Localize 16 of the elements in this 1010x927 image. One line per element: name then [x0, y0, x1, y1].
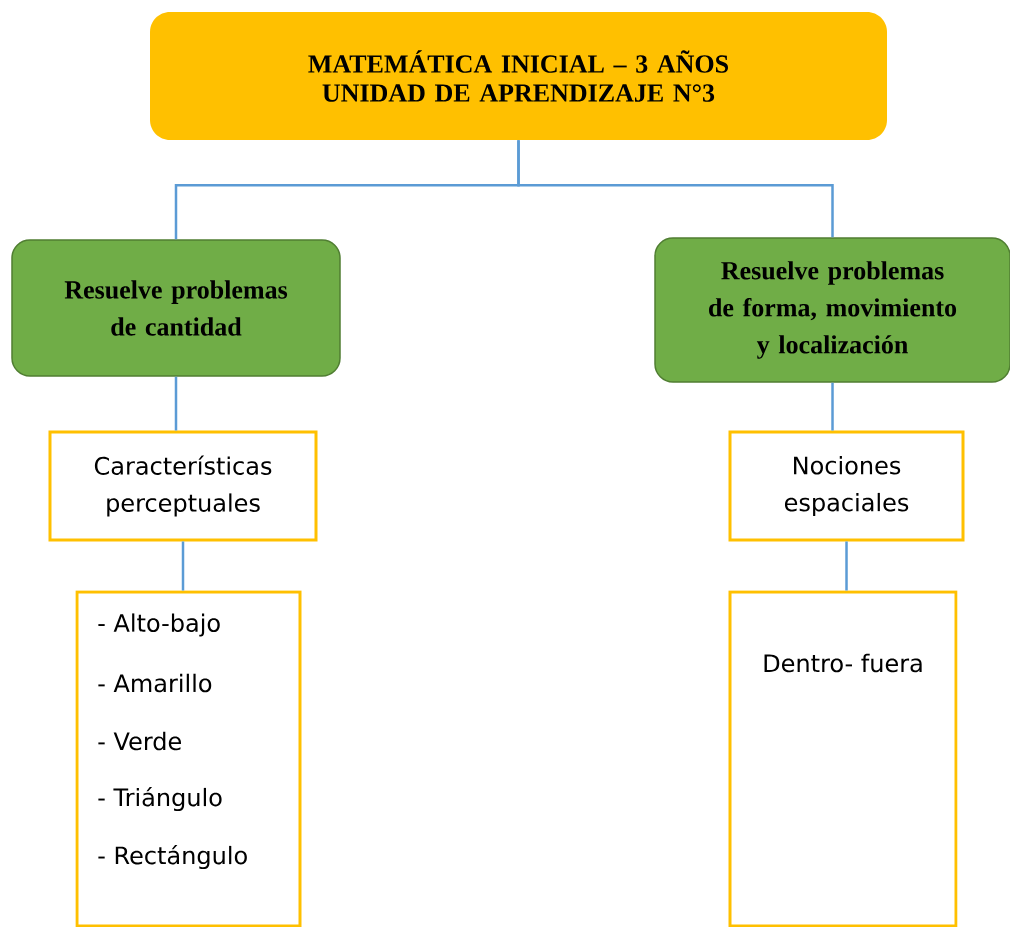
connector-line	[831, 382, 834, 431]
connector-line	[845, 541, 848, 591]
category-box: Resuelve problemas de cantidad	[11, 239, 341, 377]
connector-line	[174, 376, 178, 431]
connector-line	[181, 541, 185, 591]
topic-box: Nociones espaciales	[728, 430, 965, 542]
list-item: - Verde	[98, 731, 181, 751]
connector-line	[517, 140, 834, 238]
item-text: Dentro- fuera	[764, 653, 922, 673]
list-item: - Triángulo	[98, 786, 222, 812]
topic-box: Características perceptuales	[48, 430, 318, 542]
list-item: - Amarillo	[98, 673, 212, 693]
category-box: Resuelve problemas de forma, movimiento y localización	[654, 237, 1010, 383]
list-item: - Alto-bajo	[98, 613, 220, 637]
title-box: MATEMÁTICA INICIAL – 3 AÑOS UNIDAD DE APRENDIZAJE N°3	[150, 12, 887, 140]
list-item: - Rectángulo	[98, 844, 247, 870]
